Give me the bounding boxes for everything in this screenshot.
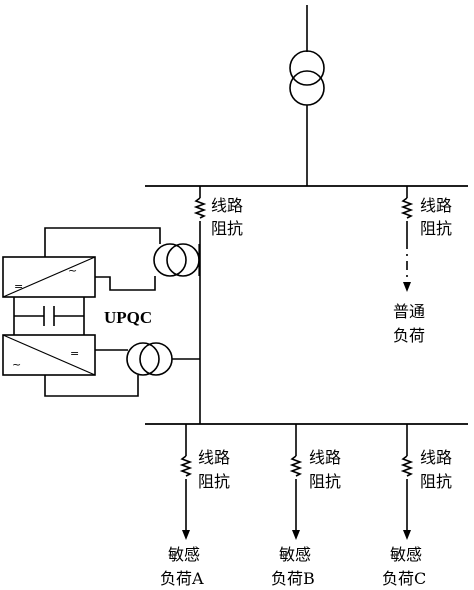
sensitive-load-a-branch <box>179 424 193 540</box>
ac-symbol: ~ <box>68 264 77 277</box>
series-converter: = ~ <box>2 256 96 298</box>
resistor-icon <box>179 455 193 477</box>
sensitive-load-b-label: 敏感 负荷B <box>271 545 316 588</box>
ac-symbol: ~ <box>12 358 21 371</box>
impedance-label-top-right: 线路 阻抗 <box>420 196 457 238</box>
resistor-icon <box>193 197 207 219</box>
arrow-down-icon <box>403 530 411 540</box>
upqc-label: UPQC <box>104 308 152 327</box>
shunt-converter: = ~ <box>2 334 96 376</box>
dc-symbol: = <box>14 280 23 293</box>
dc-symbol: = <box>70 347 79 360</box>
resistor-icon <box>289 455 303 477</box>
source-feeder <box>289 5 325 186</box>
sensitive-load-b-branch <box>289 424 303 540</box>
impedance-label-top-left: 线路 阻抗 <box>211 196 248 238</box>
sensitive-load-a-label: 敏感 负荷A <box>160 545 205 588</box>
series-transformer <box>153 243 200 277</box>
shunt-transformer <box>126 342 200 376</box>
arrow-down-icon <box>182 530 190 540</box>
resistor-icon <box>400 455 414 477</box>
impedance-label-c: 线路 阻抗 <box>420 448 457 491</box>
resistor-icon <box>400 197 414 219</box>
upqc-wiring <box>13 227 161 397</box>
arrow-down-icon <box>292 530 300 540</box>
normal-load-label: 普通 负荷 <box>393 302 430 345</box>
impedance-label-b: 线路 阻抗 <box>309 448 346 491</box>
left-branch <box>193 186 207 424</box>
sensitive-load-c-label: 敏感 负荷C <box>382 545 427 588</box>
impedance-label-a: 线路 阻抗 <box>198 448 235 491</box>
normal-load-branch <box>400 186 414 292</box>
arrow-down-icon <box>403 282 411 292</box>
sensitive-load-c-branch <box>400 424 414 540</box>
